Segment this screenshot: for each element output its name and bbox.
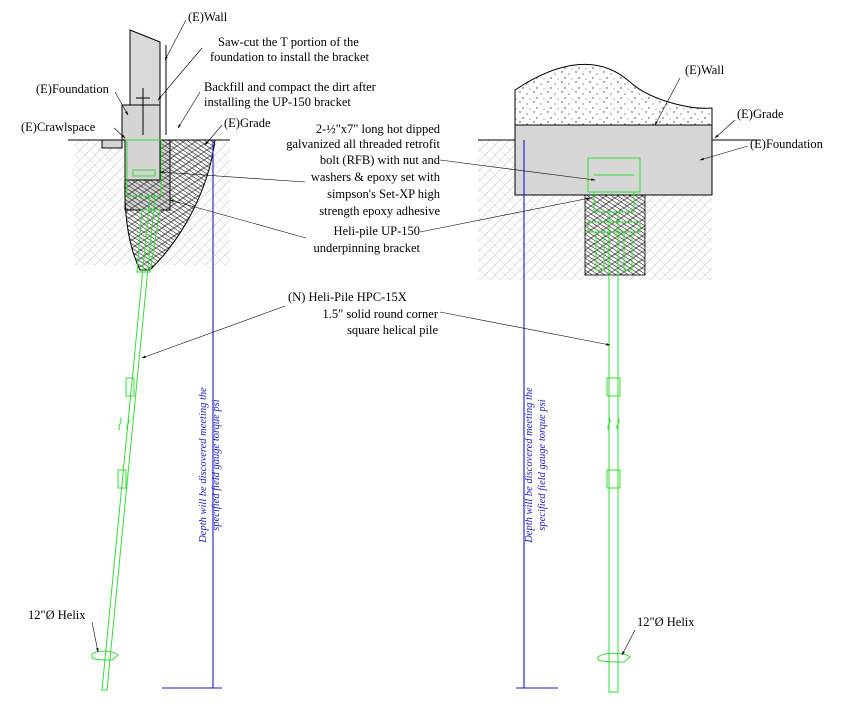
right-wall-label: (E)Wall bbox=[685, 63, 725, 77]
left-coupler-1 bbox=[125, 377, 135, 397]
leader-bolt-right bbox=[439, 159, 596, 181]
pile-note-line1: (N) Heli-Pile HPC-15X bbox=[288, 290, 407, 304]
right-excavation bbox=[584, 194, 646, 276]
right-grade-label: (E)Grade bbox=[737, 107, 784, 121]
right-helix-plate bbox=[597, 652, 631, 663]
left-grade-label: (E)Grade bbox=[224, 116, 271, 130]
leader-right-helix bbox=[621, 629, 636, 656]
right-foundation bbox=[514, 124, 713, 196]
bolt-note-line6: strength epoxy adhesive bbox=[319, 204, 440, 218]
annotation-labels: (E)Wall Saw-cut the T portion of the fou… bbox=[21, 10, 824, 629]
bolt-note-line2: galvanized all threaded retrofit bbox=[286, 137, 440, 151]
pile-note-line3: square helical pile bbox=[347, 323, 438, 337]
left-foundation-label: (E)Foundation bbox=[36, 82, 110, 96]
leader-right-grade bbox=[714, 119, 736, 139]
leader-left-helix bbox=[91, 621, 99, 653]
left-bracket bbox=[126, 139, 162, 197]
leader-lines bbox=[91, 19, 749, 656]
left-coupler-2 bbox=[117, 469, 127, 489]
right-break-symbol bbox=[607, 417, 620, 431]
right-foundation-label: (E)Foundation bbox=[750, 137, 824, 151]
sawcut-note-line1: Saw-cut the T portion of the bbox=[218, 35, 359, 49]
leader-crawlspace bbox=[113, 127, 126, 139]
bolt-note-line3: bolt (RFB) with nut and bbox=[320, 153, 441, 167]
bracket-note-line1: Heli-pile UP-150 bbox=[334, 224, 420, 238]
right-coupler-1 bbox=[606, 377, 621, 397]
bolt-note-line1: 2-½"x7" long hot dipped bbox=[316, 122, 441, 136]
left-wall-label: (E)Wall bbox=[188, 10, 228, 24]
leader-bracket-left bbox=[169, 199, 307, 239]
left-section-view: Depth will be discovered meeting the spe… bbox=[68, 29, 230, 691]
right-helix-label: 12"Ø Helix bbox=[637, 615, 695, 629]
right-bracket-rod-left bbox=[595, 231, 605, 271]
leader-backfill bbox=[177, 91, 201, 129]
leader-bracket-right bbox=[419, 197, 591, 233]
right-depth-note-line2: specified field gauge torque psi bbox=[537, 399, 548, 531]
crawlspace-label: (E)Crawlspace bbox=[21, 120, 96, 134]
leader-pile-left bbox=[141, 305, 286, 359]
leader-bolt-left bbox=[159, 171, 306, 183]
pile-note-line2: 1.5" solid round corner bbox=[323, 307, 439, 321]
left-depth-note-line1: Depth will be discovered meeting the bbox=[198, 387, 209, 544]
left-helix-label: 12"Ø Helix bbox=[28, 608, 86, 622]
bracket-note-line2: underpinning bracket bbox=[313, 241, 420, 255]
backfill-note-line2: installing the UP-150 bracket bbox=[204, 95, 351, 109]
right-bracket-cap bbox=[587, 221, 641, 233]
right-helical-pile bbox=[608, 211, 619, 693]
leader-right-wall bbox=[654, 77, 681, 126]
leader-right-foundation bbox=[699, 145, 749, 161]
leader-pile-right bbox=[439, 311, 611, 346]
left-break-symbol bbox=[118, 417, 130, 431]
left-pile-sleeve bbox=[136, 209, 161, 273]
backfill-note-line1: Backfill and compact the dirt after bbox=[204, 80, 377, 94]
leader-left-wall bbox=[164, 19, 187, 61]
leader-left-grade bbox=[204, 124, 223, 146]
right-coupler-2 bbox=[606, 469, 621, 489]
left-helix-plate bbox=[91, 650, 119, 661]
leader-left-foundation bbox=[114, 91, 129, 116]
sawcut-note-line2: foundation to install the bracket bbox=[210, 50, 370, 64]
left-bracket-bolt bbox=[132, 169, 156, 177]
bolt-note-line4: washers & epoxy set with bbox=[311, 170, 441, 184]
leader-sawcut bbox=[157, 47, 203, 101]
bolt-note-line5: simpson's Set-XP high bbox=[327, 187, 441, 201]
right-bracket-rod-right bbox=[623, 231, 633, 271]
right-section-view: Depth will be discovered meeting the spe… bbox=[478, 63, 760, 693]
right-depth-note-line1: Depth will be discovered meeting the bbox=[524, 387, 535, 544]
left-helical-pile bbox=[101, 195, 156, 691]
right-wall bbox=[514, 63, 713, 126]
left-depth-note-line2: specified field gauge torque psi bbox=[211, 399, 222, 531]
